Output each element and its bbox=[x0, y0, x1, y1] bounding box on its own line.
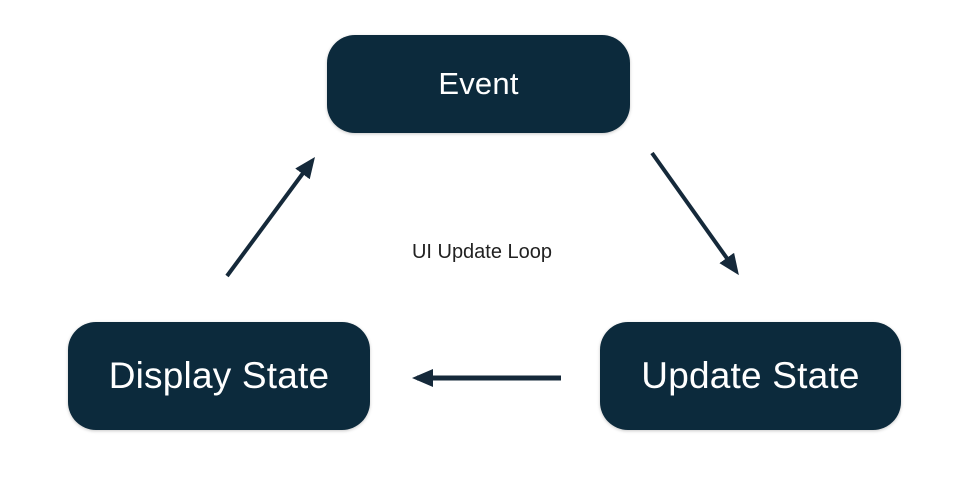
node-event: Event bbox=[327, 35, 630, 133]
diagram-title: UI Update Loop bbox=[411, 241, 553, 263]
node-update-state-label: Update State bbox=[641, 355, 860, 396]
node-update-state: Update State bbox=[600, 322, 901, 430]
node-display-state: Display State bbox=[68, 322, 370, 430]
edge-event-to-update-state bbox=[650, 151, 739, 276]
edge-display-state-to-event bbox=[225, 156, 315, 278]
node-display-state-label: Display State bbox=[108, 355, 330, 396]
node-event-label: Event bbox=[438, 66, 519, 101]
